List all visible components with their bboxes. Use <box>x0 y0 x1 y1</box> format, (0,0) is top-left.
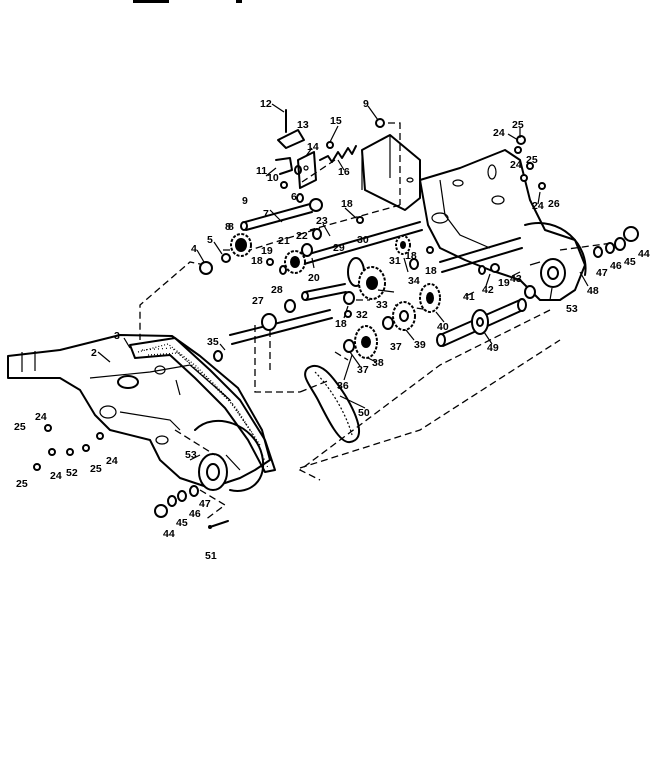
sprocket-38 <box>354 325 378 359</box>
sprocket-39 <box>392 301 416 331</box>
part-label: 50 <box>358 407 370 419</box>
part-label: 37 <box>357 364 369 376</box>
part-label: 45 <box>624 256 636 268</box>
part-label: 45 <box>176 517 188 529</box>
part-label: 47 <box>596 267 608 279</box>
part-label: 31 <box>389 255 401 267</box>
part-label: 24 <box>50 470 62 482</box>
top-edge-fragment <box>133 0 242 3</box>
part-label: 39 <box>414 339 426 351</box>
part-label: 16 <box>338 166 350 178</box>
part-label: 34 <box>408 275 420 287</box>
part-label: 49 <box>487 342 499 354</box>
part-label: 18 <box>335 318 347 330</box>
part-label: 28 <box>271 284 283 296</box>
sprocket-31 <box>395 235 411 255</box>
part-label: 19 <box>261 245 273 257</box>
right-cover-plate <box>361 134 421 211</box>
part-label: 8 <box>228 221 234 233</box>
part-label: 19 <box>498 277 510 289</box>
sprocket-21 <box>284 250 306 274</box>
part-label: 7 <box>263 208 269 220</box>
part-label: 46 <box>610 260 622 272</box>
part-label: 51 <box>205 550 217 562</box>
part-label: 38 <box>372 357 384 369</box>
part-label: 14 <box>307 141 319 153</box>
part-label: 24 <box>35 411 47 423</box>
part-label: 44 <box>163 528 175 540</box>
part-label: 36 <box>337 380 349 392</box>
part-label: 18 <box>341 198 353 210</box>
part-label: 6 <box>291 191 297 203</box>
left-lower-pulley <box>189 420 265 492</box>
sprocket-40 <box>419 283 441 313</box>
part-labels: 1213915141611106897231845822211918202930… <box>14 98 650 562</box>
part-label: 18 <box>425 265 437 277</box>
part-label: 9 <box>363 98 369 110</box>
part-label: 40 <box>437 321 449 333</box>
left-belt-cover <box>129 337 276 473</box>
part-label: 9 <box>242 195 248 207</box>
part-label: 53 <box>566 303 578 315</box>
part-label: 20 <box>308 272 320 284</box>
leader-lines <box>97 103 589 409</box>
part-label: 25 <box>526 154 538 166</box>
part-label: 25 <box>14 421 26 433</box>
part-label: 32 <box>356 309 368 321</box>
part-label: 24 <box>106 455 118 467</box>
sprocket-8 <box>230 233 252 257</box>
part-label: 29 <box>333 242 345 254</box>
part-label: 46 <box>189 508 201 520</box>
part-label: 24 <box>493 127 505 139</box>
part-label: 33 <box>376 299 388 311</box>
part-label: 24 <box>532 200 544 212</box>
part-label: 10 <box>267 172 279 184</box>
part-label: 18 <box>251 255 263 267</box>
part-label: 42 <box>482 284 494 296</box>
part-label: 12 <box>260 98 272 110</box>
part-label: 11 <box>256 165 267 177</box>
small-parts <box>33 109 639 529</box>
part-label: 44 <box>638 248 650 260</box>
part-label: 13 <box>297 119 309 131</box>
part-label: 25 <box>512 119 524 131</box>
part-label: 47 <box>199 498 211 510</box>
part-label: 3 <box>114 330 120 342</box>
part-label: 25 <box>90 463 102 475</box>
part-label: 23 <box>316 215 328 227</box>
part-label: 5 <box>207 234 213 246</box>
spacer-49 <box>471 309 489 335</box>
part-label: 24 <box>510 159 522 171</box>
part-label: 15 <box>330 115 342 127</box>
part-label: 26 <box>548 198 560 210</box>
part-label: 4 <box>191 243 197 255</box>
part-label: 52 <box>66 467 78 479</box>
part-label: 21 <box>278 235 290 247</box>
part-label: 48 <box>587 285 599 297</box>
part-label: 22 <box>296 230 308 242</box>
sprocket-29-33 <box>347 257 386 300</box>
part-label: 2 <box>91 347 97 359</box>
part-label: 41 <box>463 291 475 303</box>
part-label: 27 <box>252 295 264 307</box>
part-label: 30 <box>357 234 369 246</box>
right-lower-pulley <box>529 258 566 288</box>
part-label: 8 <box>225 221 231 233</box>
part-label: 25 <box>16 478 28 490</box>
part-label: 35 <box>207 336 219 348</box>
chain-50 <box>304 365 361 443</box>
part-label: 53 <box>185 449 197 461</box>
shafts <box>229 203 527 347</box>
part-label: 43 <box>510 273 522 285</box>
part-label: 37 <box>390 341 402 353</box>
part-label: 18 <box>405 250 417 262</box>
